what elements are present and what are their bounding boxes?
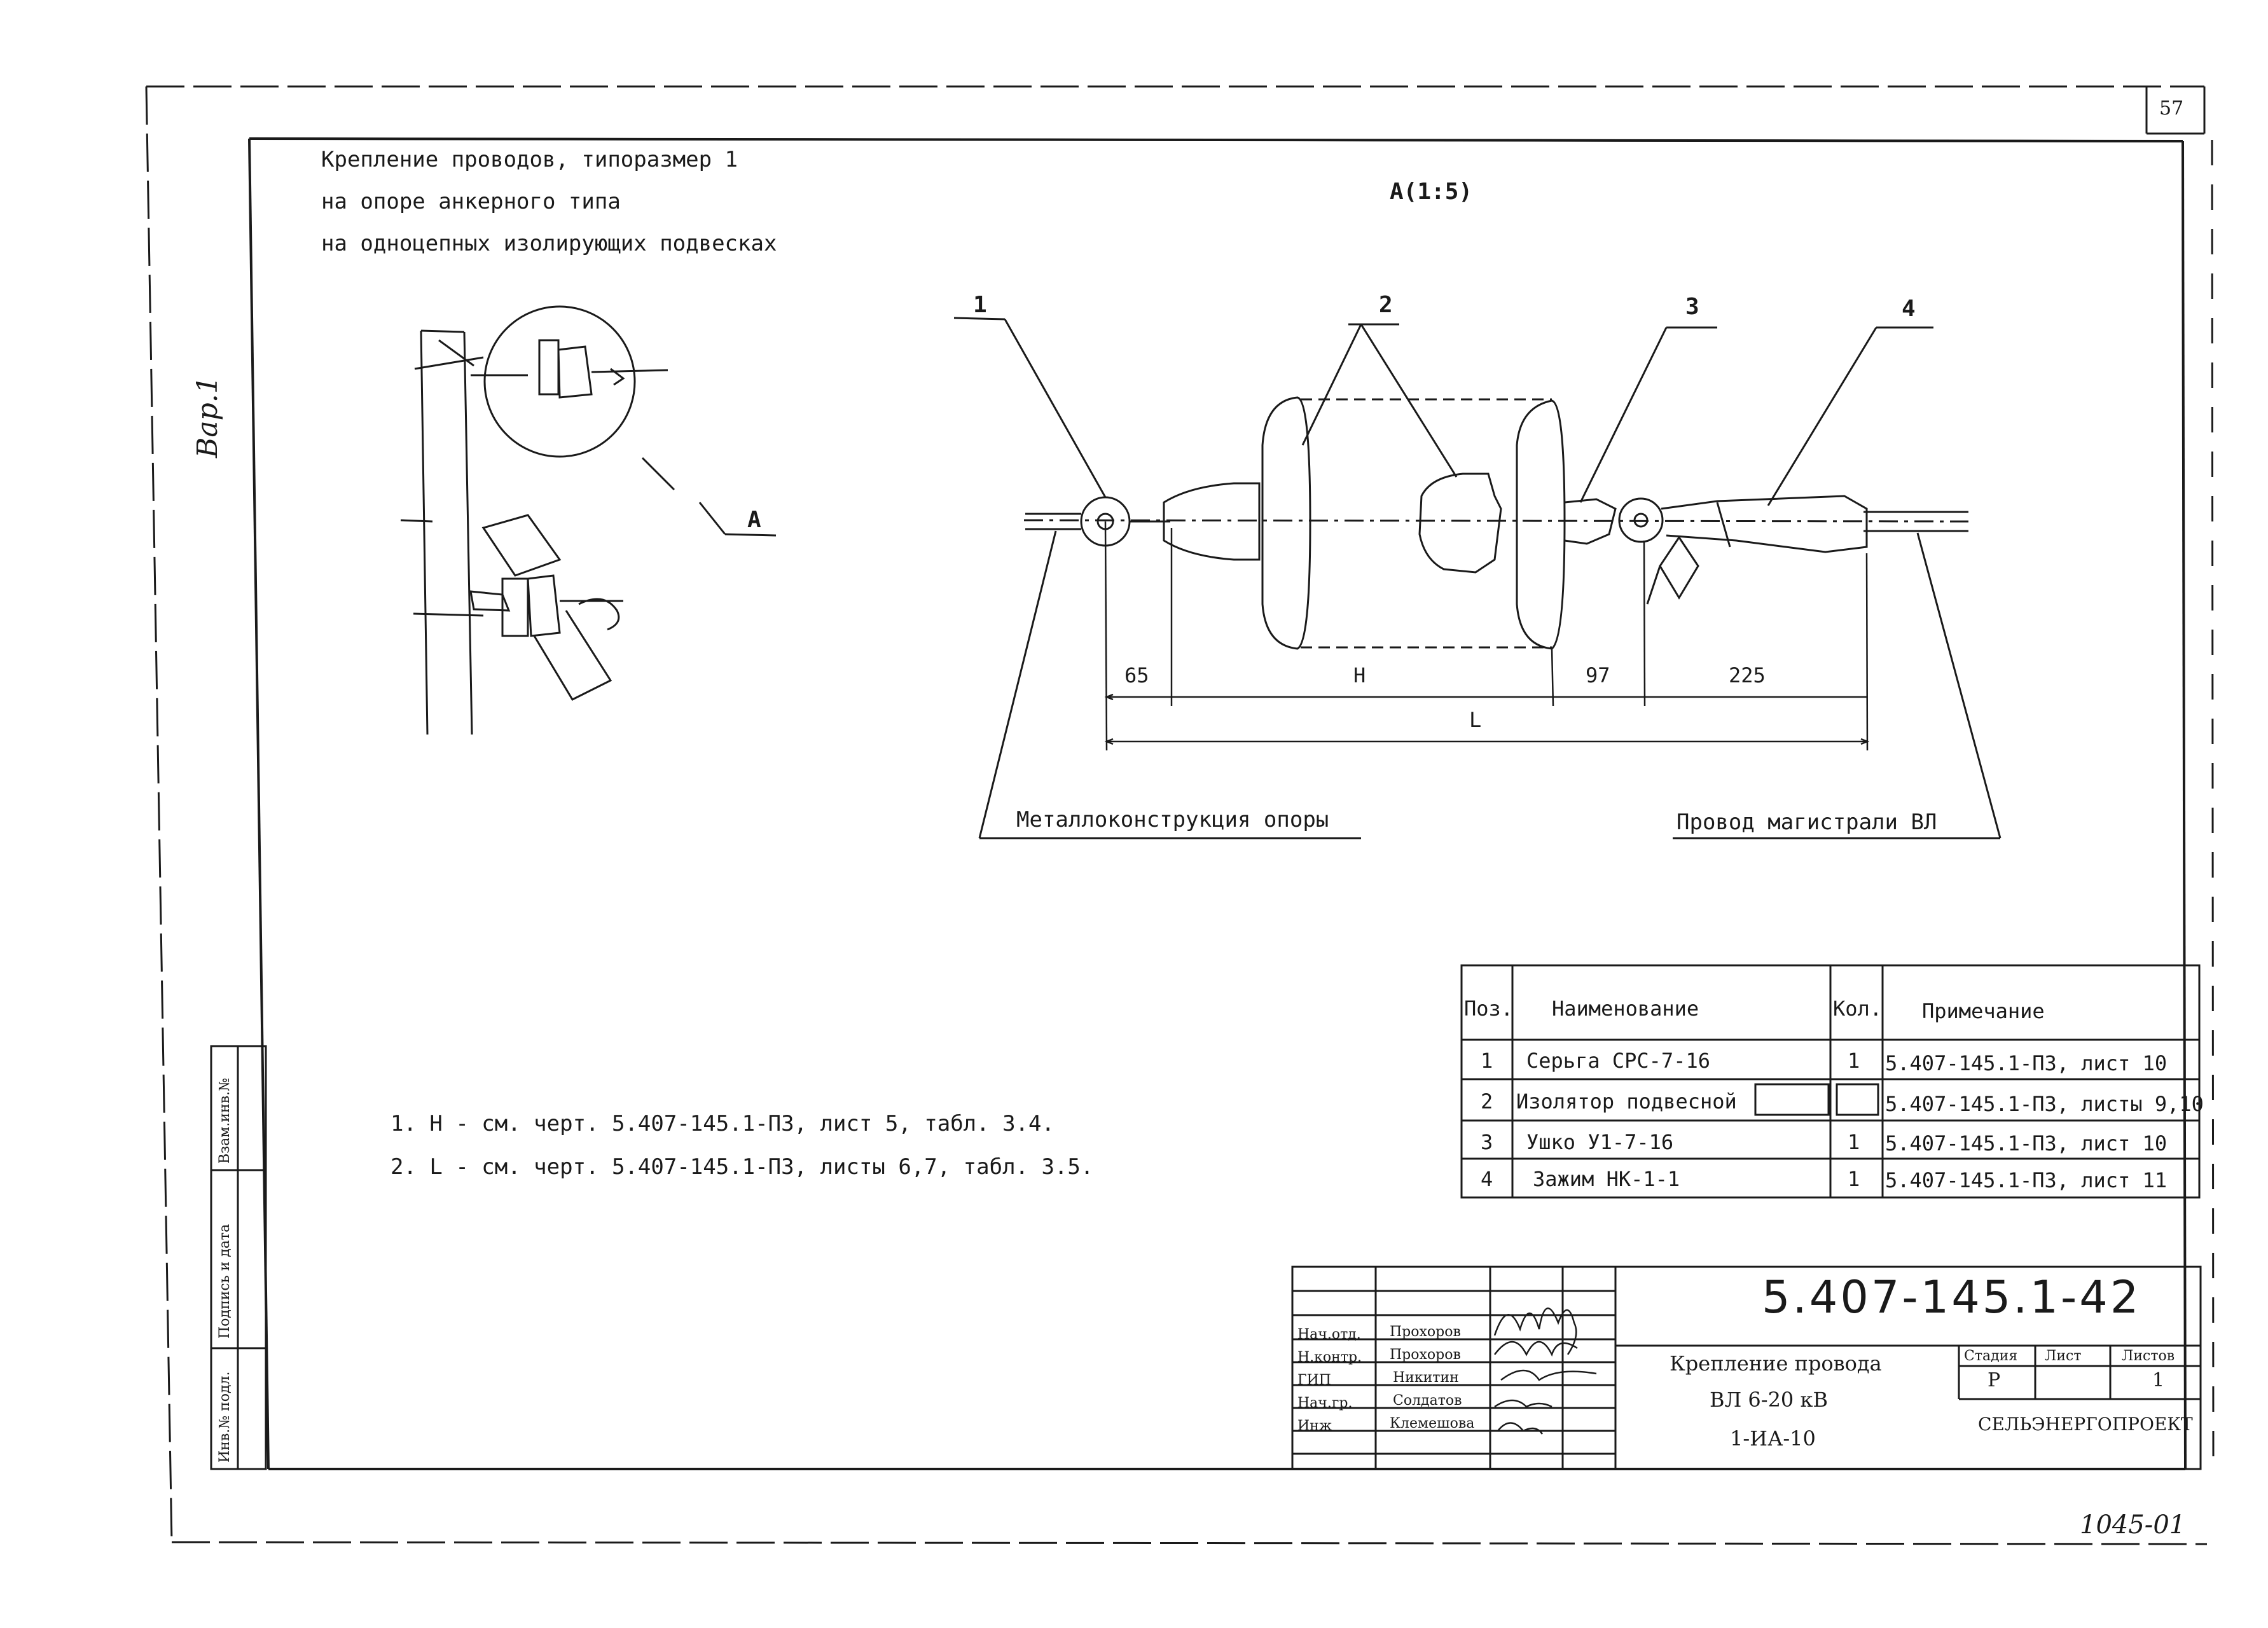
dimension-l: L <box>1469 708 1482 732</box>
dimension-225: 225 <box>1729 663 1766 687</box>
spec-header-pos: Поз. <box>1464 997 1514 1021</box>
spec-header-qty: Кол. <box>1833 997 1883 1021</box>
person-name: Прохоров <box>1390 1347 1461 1363</box>
title-block-grid <box>1291 1266 2202 1470</box>
document-code: 5.407-145.1-42 <box>1762 1271 2141 1323</box>
position-leaders <box>953 317 1933 506</box>
spec-cell-name: Зажим НК-1-1 <box>1533 1167 1680 1191</box>
role-label: Инж <box>1297 1418 1332 1434</box>
spec-cell-pos: 4 <box>1481 1167 1493 1191</box>
support-structure-label: Металлоконструкция опоры <box>1016 807 1329 832</box>
dimension-lines <box>1104 521 1870 751</box>
position-number-1: 1 <box>973 292 987 318</box>
spec-cell-note: 5.407-145.1-ПЗ, лист 10 <box>1885 1051 2168 1075</box>
spec-cell-qty: 1 <box>1848 1049 1860 1073</box>
role-label: Нач.отд. <box>1297 1327 1361 1342</box>
position-number-3: 3 <box>1685 294 1699 320</box>
spec-cell-note: 5.407-145.1-ПЗ, листы 9,10 <box>1885 1092 2204 1116</box>
spec-cell-name: Изолятор подвесной <box>1516 1089 1737 1114</box>
spec-cell-name: Ушко У1-7-16 <box>1526 1130 1674 1154</box>
side-stamp-lines <box>210 1045 267 1470</box>
sheet-title-line-1: Крепление провода <box>1670 1351 1882 1376</box>
spec-table-grid <box>1460 964 2201 1199</box>
inner-frame <box>248 137 2187 1470</box>
label-leaders <box>978 530 2002 839</box>
person-name: Прохоров <box>1390 1324 1461 1340</box>
page-number-box <box>2145 86 2206 135</box>
title-line-2: на опоре анкерного типа <box>321 189 621 214</box>
note-1: 1. Н - см. черт. 5.407-145.1-ПЗ, лист 5,… <box>391 1111 1054 1136</box>
stage-value: Р <box>1988 1369 2001 1391</box>
stage-header: Стадия <box>1964 1348 2018 1364</box>
sheet-title-line-2: ВЛ 6-20 кВ <box>1710 1388 1828 1412</box>
outer-border <box>145 85 2208 1545</box>
page-number: 57 <box>2159 97 2184 120</box>
line-wire-label: Провод магистрали ВЛ <box>1677 810 1937 835</box>
view-label: А(1:5) <box>1390 179 1473 205</box>
spec-cell-pos: 1 <box>1481 1049 1493 1073</box>
person-name: Никитин <box>1393 1370 1459 1386</box>
archive-number: 1045-01 <box>2080 1510 2186 1540</box>
position-number-4: 4 <box>1902 296 1916 322</box>
spec-cell-note: 5.407-145.1-ПЗ, лист 10 <box>1885 1131 2168 1155</box>
spec-header-name: Наименование <box>1552 997 1699 1021</box>
dimension-65: 65 <box>1124 663 1149 687</box>
role-label: Н.контр. <box>1297 1349 1362 1365</box>
spec-cell-qty: 1 <box>1848 1167 1860 1191</box>
spec-cell-pos: 3 <box>1481 1130 1493 1154</box>
spec-header-note: Примечание <box>1922 999 2045 1023</box>
sheet-title-line-3: 1-ИА-10 <box>1730 1426 1816 1451</box>
sheet-header: Лист <box>2045 1348 2082 1364</box>
sheets-header: Листов <box>2122 1348 2175 1364</box>
dimension-h: Н <box>1353 663 1366 687</box>
note-2: 2. L - см. черт. 5.407-145.1-ПЗ, листы 6… <box>391 1154 1094 1180</box>
variant-note: Вар.1 <box>191 376 224 458</box>
title-line-3: на одноцепных изолирующих подвесках <box>321 231 777 256</box>
side-stamp-replacement: Взам.инв.№ <box>217 1078 233 1164</box>
signatures <box>1493 1307 1597 1435</box>
dimension-97: 97 <box>1586 663 1610 687</box>
organization-name: СЕЛЬЭНЕРГОПРОЕКТ <box>1978 1414 2193 1435</box>
callout-letter: А <box>747 507 761 533</box>
side-stamp-signature-date: Подпись и дата <box>217 1224 233 1339</box>
assembly-detail-A <box>1023 396 1969 650</box>
person-name: Солдатов <box>1393 1393 1462 1409</box>
position-number-2: 2 <box>1379 292 1393 318</box>
person-name: Клемешова <box>1390 1416 1475 1431</box>
role-label: ГИП <box>1297 1372 1331 1388</box>
pole-sketch <box>400 305 777 735</box>
spec-cell-name: Серьга СРС-7-16 <box>1526 1049 1710 1073</box>
spec-cell-qty: 1 <box>1848 1130 1860 1154</box>
spec-cell-pos: 2 <box>1481 1089 1493 1114</box>
role-label: Нач.гр. <box>1297 1395 1353 1411</box>
title-line-1: Крепление проводов, типоразмер 1 <box>321 147 738 172</box>
sheets-count: 1 <box>2152 1369 2165 1391</box>
spec-cell-note: 5.407-145.1-ПЗ, лист 11 <box>1885 1168 2168 1192</box>
side-stamp-inventory: Инв.№ подл. <box>217 1371 233 1463</box>
